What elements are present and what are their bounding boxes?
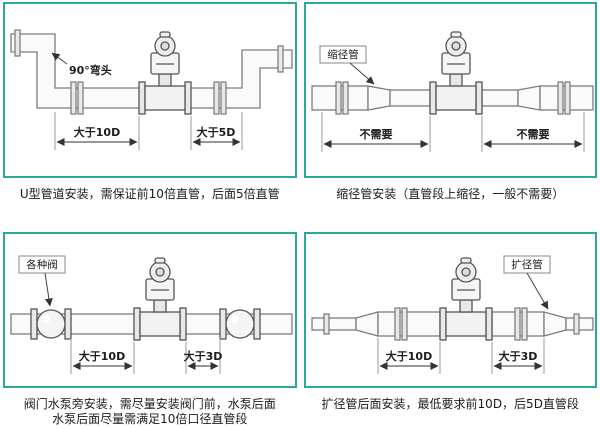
reducer-icon — [367, 85, 391, 111]
part-leader — [349, 62, 375, 85]
elbow-label: 90°弯头 — [69, 63, 112, 77]
flowmeter-icon — [439, 257, 493, 341]
flange-icon — [277, 45, 284, 73]
part-leader — [44, 272, 54, 307]
flowmeter-icon — [138, 31, 192, 115]
part-leader — [526, 272, 549, 310]
u-pipe-cell: 90°弯头 大于10D 大于5D U型管道安装，需保证前10倍直管，后面5倍直管 — [3, 2, 297, 202]
valve-icon — [30, 308, 72, 340]
expander-cell: 扩径管 大于10D 大于3D 扩径管后面安装，最低要求前10D，后5D直管段 — [303, 232, 597, 427]
u-pipe-caption: U型管道安装，需保证前10倍直管，后面5倍直管 — [19, 187, 280, 201]
expander-icon — [517, 85, 541, 111]
flange-icon — [573, 313, 580, 335]
reducer-icon — [543, 311, 567, 337]
dim-right-label: 大于3D — [498, 349, 537, 363]
expander-panel: 扩径管 大于10D 大于3D — [303, 232, 597, 388]
dim-left-label: 不需要 — [359, 128, 392, 141]
reducer-caption: 缩径管安装（直管段上缩径，一般不需要） — [336, 187, 565, 201]
part-label: 缩径管 — [327, 48, 359, 61]
reducer-diagram: 缩径管 不需要 不需要 — [311, 31, 594, 152]
dim-right-label: 不需要 — [516, 128, 549, 141]
u-pipe-panel: 90°弯头 大于10D 大于5D — [3, 2, 297, 178]
u-pipe-diagram: 90°弯头 大于10D 大于5D — [10, 29, 293, 150]
dim-right-label: 大于5D — [197, 125, 236, 139]
expander-caption: 扩径管后面安装，最低要求前10D，后5D直管段 — [321, 397, 579, 411]
part-label: 各种阀 — [27, 258, 59, 271]
valve-pump-caption: 阀门水泵旁安装，需尽量安装阀门前，水泵后面 水泵后面尽量需满足10倍口径直管段 — [23, 397, 276, 426]
pump-icon — [219, 308, 261, 340]
part-label-box — [319, 45, 367, 64]
part-label: 扩径管 — [511, 258, 543, 271]
dim-left-label: 大于10D — [74, 125, 120, 139]
valve-pump-panel: 各种阀 大于10D 大于3D — [3, 232, 297, 388]
reducer-panel: 缩径管 不需要 不需要 — [303, 2, 597, 178]
elbow-leader — [51, 52, 68, 65]
flange-icon — [14, 29, 21, 57]
flowmeter-icon — [133, 257, 187, 341]
dim-left-label: 大于10D — [386, 349, 432, 363]
flange-icon — [323, 313, 330, 335]
flowmeter-icon — [429, 31, 483, 115]
expander-diagram: 扩径管 大于10D 大于3D — [311, 255, 594, 374]
reducer-cell: 缩径管 不需要 不需要 缩径管安装（直管段上缩径，一般不需要） — [303, 2, 597, 202]
valve-pump-cell: 各种阀 大于10D 大于3D 阀门水泵旁安装，需尽量安装阀门前，水泵后面 水泵后… — [3, 232, 297, 427]
dim-right-label: 大于3D — [184, 349, 223, 363]
dim-left-label: 大于10D — [79, 349, 125, 363]
valve-pump-diagram: 各种阀 大于10D 大于3D — [10, 255, 293, 374]
expander-icon — [355, 311, 379, 337]
part-label-box — [18, 255, 66, 274]
